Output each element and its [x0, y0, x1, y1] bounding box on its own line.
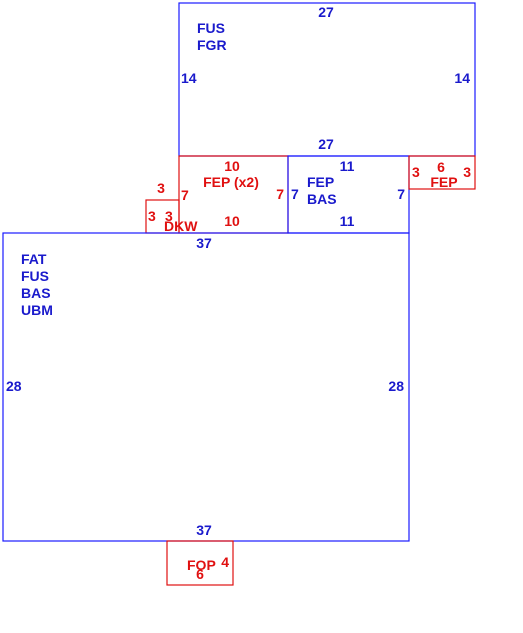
- mid-area-dim-left: 7: [291, 186, 299, 202]
- upper-area-code-2: FGR: [197, 37, 227, 53]
- porch-small-dim-left: 3: [412, 164, 420, 180]
- upper-area-dim-top: 27: [318, 4, 334, 20]
- open-porch-outline: [166, 540, 234, 586]
- main-area-dim-right: 28: [388, 378, 404, 394]
- upper-area-code-1: FUS: [197, 20, 225, 36]
- mid-area-dim-top: 11: [340, 158, 355, 174]
- main-area-dim-left: 28: [6, 378, 22, 394]
- porch-small-outline: [408, 155, 476, 190]
- porch-small-dim-right: 3: [463, 164, 471, 180]
- main-area-dim-bottom: 37: [196, 522, 212, 538]
- main-area-outline: [2, 232, 410, 542]
- deck-dim-right: 3: [165, 208, 173, 224]
- open-porch-label: FOP: [187, 557, 216, 573]
- main-area-code-2: FUS: [21, 268, 49, 284]
- main-area-code-3: BAS: [21, 285, 51, 301]
- porch-x2-dim-bottom: 10: [224, 213, 240, 229]
- porch-small-label: FEP: [430, 174, 457, 190]
- deck-label: DKW: [164, 218, 198, 234]
- mid-area-dim-right: 7: [397, 186, 405, 202]
- porch-x2-dim-right: 7: [276, 186, 284, 202]
- main-area-dim-top: 37: [196, 235, 212, 251]
- porch-x2-label: FEP (x2): [203, 174, 259, 190]
- mid-area-code-2: BAS: [307, 191, 337, 207]
- main-area-code-1: FAT: [21, 251, 47, 267]
- main-area-code-4: UBM: [21, 302, 53, 318]
- deck-dim-left: 3: [148, 208, 156, 224]
- upper-area-dim-right: 14: [454, 70, 470, 86]
- porch-small-dim-top: 6: [437, 159, 445, 175]
- porch-x2-dim-left: 7: [181, 187, 189, 203]
- deck-dim-top: 3: [157, 180, 165, 196]
- open-porch-dim-right: 4: [221, 554, 229, 570]
- upper-area-dim-bottom: 27: [318, 136, 334, 152]
- upper-area-dim-left: 14: [181, 70, 197, 86]
- mid-area-dim-bottom: 11: [340, 213, 355, 229]
- porch-x2-dim-top: 10: [224, 158, 240, 174]
- mid-area-code-1: FEP: [307, 174, 334, 190]
- open-porch-dim-bottom: 6: [196, 566, 204, 582]
